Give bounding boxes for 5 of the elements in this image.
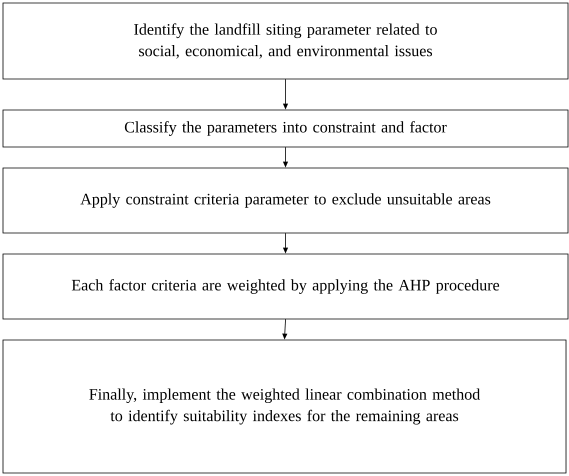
process-box: Finally, implement the weighted linear combination method to identify suitability indexes for the remaining areas — [2, 340, 566, 474]
process-box: Each factor criteria are weighted by applying the AHP procedure — [2, 254, 568, 320]
process-box: Apply constraint criteria parameter to exclude unsuitable areas — [2, 168, 568, 234]
process-box: Identify the landfill siting parameter related to social, economical, and environmental issues — [2, 2, 568, 80]
process-box: Classify the parameters into constraint and factor — [2, 110, 568, 148]
